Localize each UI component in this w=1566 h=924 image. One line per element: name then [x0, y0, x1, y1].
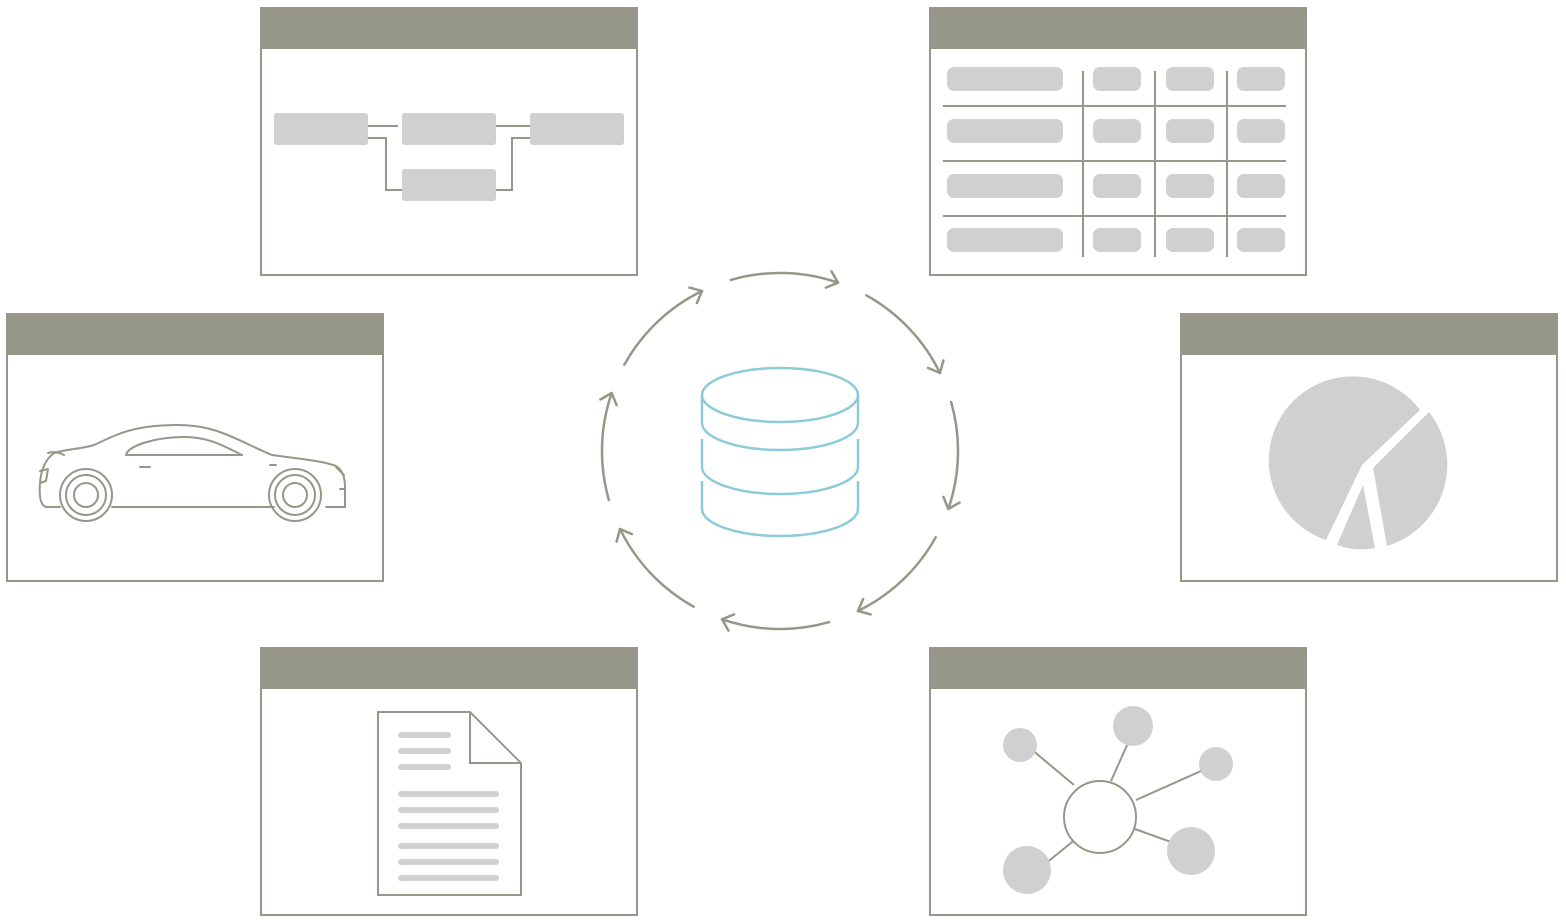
- arrowhead: [942, 495, 961, 511]
- graph-node: [1003, 728, 1037, 762]
- cycle-arrow: [618, 527, 695, 608]
- graph-node: [1167, 827, 1215, 875]
- cycle-arrow: [856, 536, 937, 613]
- pie-slice: [1337, 485, 1375, 550]
- graph-node: [1003, 846, 1051, 894]
- database-layer: [700, 439, 860, 496]
- wheel: [59, 468, 113, 522]
- table-cell: [1237, 228, 1285, 252]
- hub-node: [1063, 780, 1137, 854]
- network-graph-icon: [1003, 706, 1233, 894]
- table-cell: [1093, 174, 1141, 198]
- window-title-bar: [931, 9, 1305, 49]
- window-title-bar: [262, 649, 636, 689]
- flow-node: [402, 113, 496, 145]
- arrowhead: [599, 391, 618, 407]
- cycle-arrow: [865, 294, 942, 375]
- arrowhead: [856, 597, 872, 616]
- table-cell: [947, 67, 1063, 91]
- car-icon: [38, 424, 346, 522]
- window-content: [262, 49, 636, 274]
- table-cell: [1166, 67, 1214, 91]
- table-cell: [1166, 228, 1214, 252]
- flow-node: [274, 113, 368, 145]
- table-cell: [1166, 119, 1214, 143]
- pie-slice: [1268, 376, 1420, 540]
- table-cell: [1166, 174, 1214, 198]
- table-window: [929, 7, 1307, 276]
- arrowhead: [720, 613, 736, 632]
- cycle-arrow: [729, 271, 840, 284]
- table-cell: [947, 174, 1063, 198]
- workflow-window: [260, 7, 638, 276]
- flow-node: [530, 113, 624, 145]
- arrowhead: [824, 270, 840, 289]
- document-icon: [377, 711, 522, 896]
- arrowhead: [688, 286, 704, 305]
- document-window: [260, 647, 638, 916]
- window-title-bar: [262, 9, 636, 49]
- table-cell: [947, 228, 1063, 252]
- window-content: [931, 689, 1305, 914]
- cycle-arrow: [600, 391, 613, 502]
- flowchart-icon: [274, 113, 624, 201]
- table-grid-icon: [943, 67, 1286, 257]
- table-cell: [1237, 67, 1285, 91]
- cycle-arrow: [623, 289, 704, 366]
- vehicle-window: [6, 313, 384, 582]
- window-content: [262, 689, 636, 914]
- pie-chart-icon: [1268, 376, 1448, 550]
- arrowhead: [926, 359, 945, 375]
- flow-node: [402, 169, 496, 201]
- network-window: [929, 647, 1307, 916]
- circular-arrows-icon: [599, 270, 961, 632]
- table-cell: [1093, 228, 1141, 252]
- cycle-arrow: [947, 400, 960, 511]
- window-content: [1182, 355, 1556, 580]
- database-icon: [700, 366, 860, 538]
- window-content: [931, 49, 1305, 274]
- arrowhead: [615, 527, 634, 543]
- database-top: [700, 366, 860, 424]
- table-cell: [1237, 119, 1285, 143]
- window-title-bar: [1182, 315, 1556, 355]
- table-cell: [1093, 119, 1141, 143]
- wheel: [268, 468, 322, 522]
- window-title-bar: [8, 315, 382, 355]
- window-content: [8, 355, 382, 580]
- window-title-bar: [931, 649, 1305, 689]
- cycle-arrow: [720, 618, 831, 631]
- table-cell: [1237, 174, 1285, 198]
- table-cell: [947, 119, 1063, 143]
- graph-node: [1199, 747, 1233, 781]
- graph-node: [1113, 706, 1153, 746]
- table-cell: [1093, 67, 1141, 91]
- pie-slice: [1373, 412, 1448, 546]
- chart-window: [1180, 313, 1558, 582]
- database-layer: [700, 481, 860, 538]
